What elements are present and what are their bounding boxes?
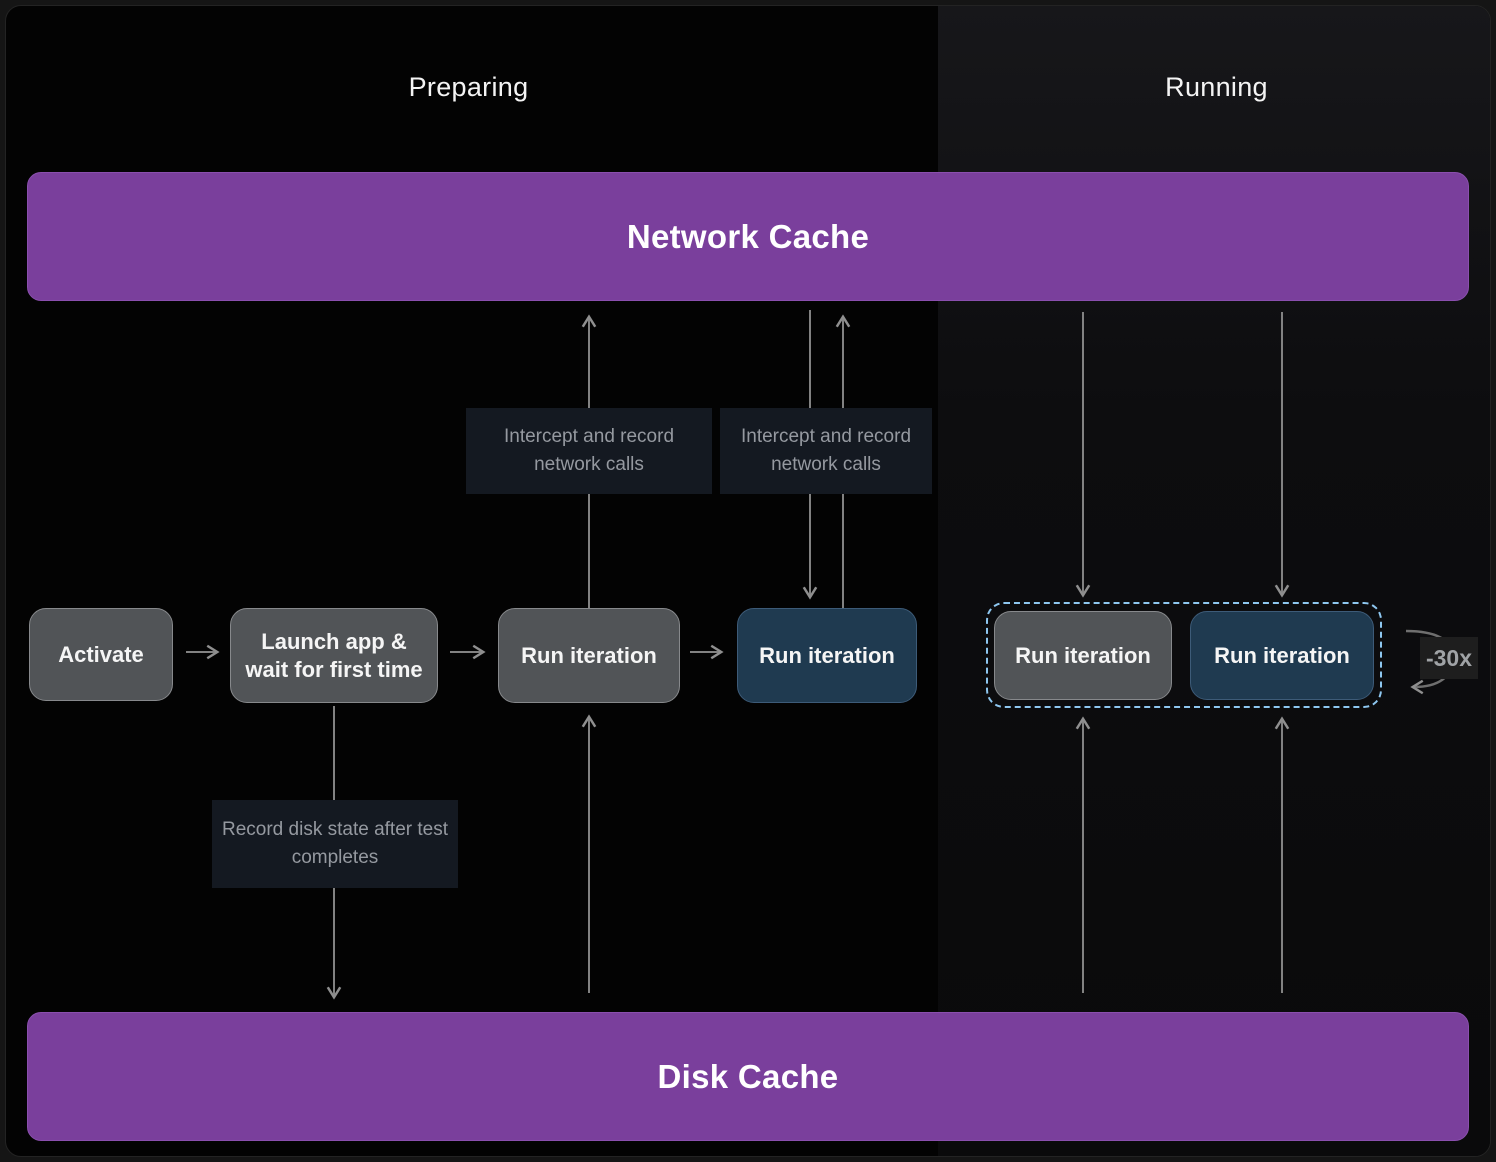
step-launch-app: Launch app & wait for first time [230, 608, 438, 703]
phase-heading-running: Running [1165, 72, 1268, 102]
note-intercept-network-calls-2: Intercept and record network calls [720, 408, 932, 494]
note-record-disk-state: Record disk state after test completes [212, 800, 458, 888]
phase-heading-preparing: Preparing [408, 72, 529, 102]
step-run-iteration-2: Run iteration [737, 608, 917, 703]
step-run-iteration-1: Run iteration [498, 608, 680, 703]
network-cache-label: Network Cache [626, 217, 870, 255]
disk-cache-label: Disk Cache [657, 1057, 839, 1095]
step-run-iteration-4: Run iteration [1190, 611, 1374, 700]
disk-cache-bar: Disk Cache [27, 1012, 1469, 1141]
step-activate: Activate [29, 608, 173, 701]
loop-highlight-container [986, 602, 1382, 708]
note-intercept-network-calls-1: Intercept and record network calls [466, 408, 712, 494]
loop-count-badge: -30x [1420, 637, 1478, 679]
network-cache-bar: Network Cache [27, 172, 1469, 301]
step-run-iteration-3: Run iteration [994, 611, 1172, 700]
